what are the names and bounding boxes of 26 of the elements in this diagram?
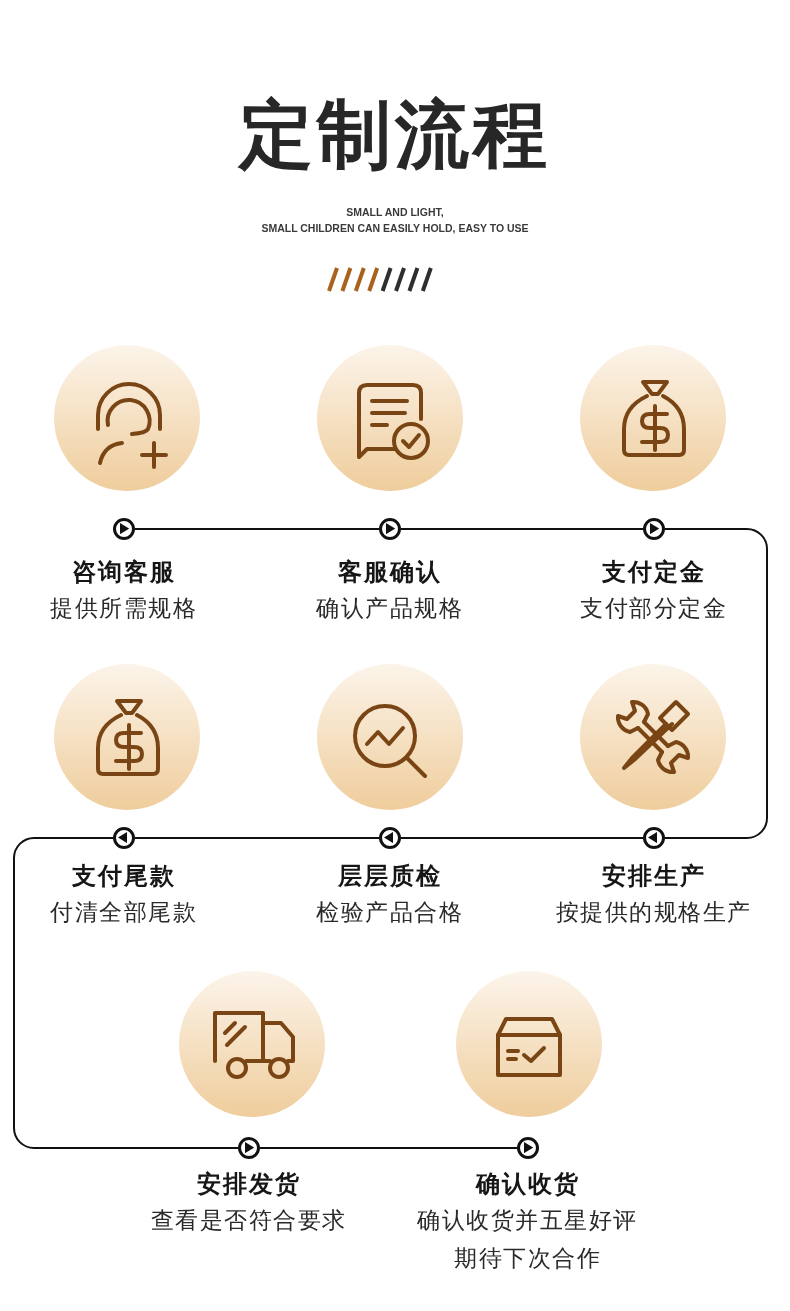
step-description: 确认产品规格 bbox=[316, 593, 463, 623]
connector-line bbox=[13, 837, 239, 1149]
title: 定制流程 bbox=[239, 94, 551, 174]
step-title: 咨询客服 bbox=[71, 556, 176, 588]
step-description: 支付部分定金 bbox=[580, 593, 727, 623]
step-description: 查看是否符合要求 bbox=[150, 1205, 347, 1235]
connector-line bbox=[400, 837, 644, 839]
step-description: 提供所需规格 bbox=[50, 593, 197, 623]
step-title: 确认收货 bbox=[475, 1168, 580, 1200]
subtitle: SMALL AND LIGHT, bbox=[346, 205, 444, 219]
connector-line bbox=[259, 1147, 518, 1149]
step-title: 安排发货 bbox=[196, 1168, 301, 1200]
step-title: 安排生产 bbox=[601, 860, 706, 892]
connector-line bbox=[134, 528, 380, 530]
step-description: 按提供的规格生产 bbox=[555, 897, 752, 927]
connector-line bbox=[134, 837, 380, 839]
subtitle: SMALL CHILDREN CAN EASILY HOLD, EASY TO USE bbox=[261, 221, 529, 235]
step-title: 层层质检 bbox=[337, 860, 442, 892]
step-title: 支付尾款 bbox=[71, 860, 176, 892]
step-title: 客服确认 bbox=[337, 556, 442, 588]
connector-line bbox=[400, 528, 644, 530]
step-description: 确认收货并五星好评期待下次合作 bbox=[416, 1205, 639, 1273]
step-title: 支付定金 bbox=[601, 556, 706, 588]
step-description: 检验产品合格 bbox=[316, 897, 463, 927]
connector-line bbox=[664, 528, 768, 839]
step-description: 付清全部尾款 bbox=[50, 897, 197, 927]
